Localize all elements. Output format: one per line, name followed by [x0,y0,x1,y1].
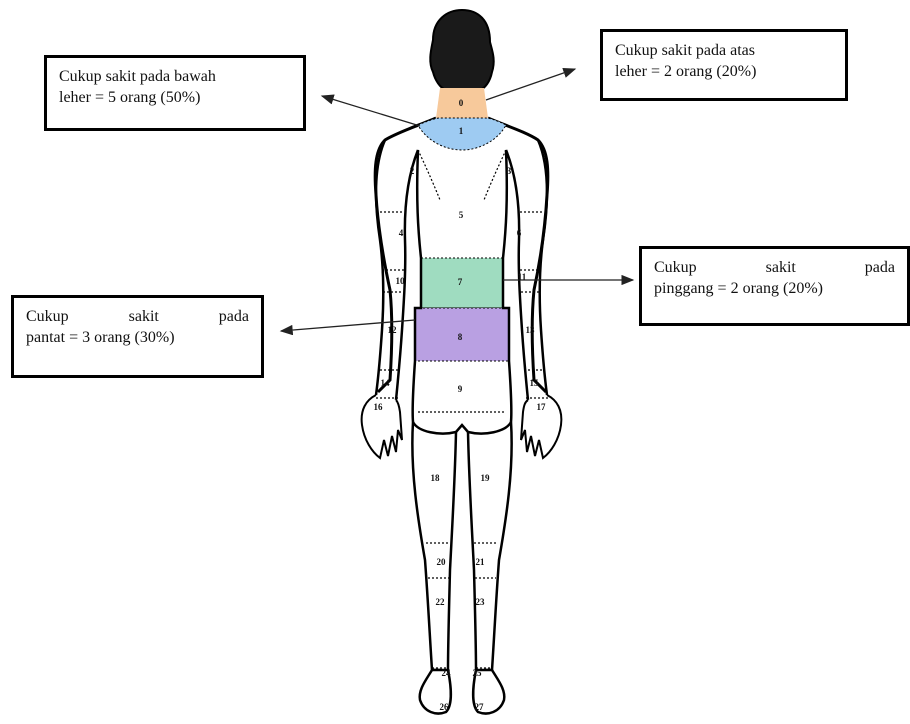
region-number-1: 1 [459,126,464,136]
region-number-7: 7 [458,277,463,287]
region-number-21: 21 [476,557,486,567]
region-number-20: 20 [437,557,447,567]
region-number-18: 18 [431,473,441,483]
head [430,10,493,90]
region-number-12: 12 [388,325,398,335]
region-number-26: 26 [440,702,450,712]
region-number-9: 9 [458,384,463,394]
region-number-17: 17 [537,402,547,412]
region-number-15: 15 [530,378,540,388]
region-number-6: 6 [517,228,522,238]
callout-pinggang-line2: pinggang = 2 orang (20%) [654,278,895,299]
callout-bawah-leher-line1: Cukup sakit pada bawah [59,66,291,87]
callout-pantat-line1: Cukup sakit pada [26,306,249,327]
region-number-16: 16 [374,402,384,412]
region-number-13: 13 [526,325,536,335]
callout-pinggang: Cukup sakit pada pinggang = 2 orang (20%… [639,246,910,326]
region-number-22: 22 [436,597,446,607]
region-number-24: 24 [442,668,452,678]
region-number-3: 3 [507,166,512,176]
region-number-2: 2 [410,166,415,176]
region-number-10: 10 [396,276,406,286]
region-number-19: 19 [481,473,491,483]
callout-pinggang-line1: Cukup sakit pada [654,257,895,278]
region-number-14: 14 [381,378,391,388]
callout-atas-leher-line2: leher = 2 orang (20%) [615,61,833,82]
region-number-25: 25 [473,668,483,678]
region-number-0: 0 [459,98,464,108]
callout-atas-leher: Cukup sakit pada atas leher = 2 orang (2… [600,29,848,101]
lower-back-bottom [413,422,511,434]
callout-pantat: Cukup sakit pada pantat = 3 orang (30%) [11,295,264,378]
region-number-23: 23 [476,597,486,607]
right-leg [468,422,512,670]
region-number-27: 27 [475,702,485,712]
arrow-atas-leher [486,69,575,100]
callout-atas-leher-line1: Cukup sakit pada atas [615,40,833,61]
left-leg [412,422,456,670]
region-number-5: 5 [459,210,464,220]
callout-pantat-line2: pantat = 3 orang (30%) [26,327,249,348]
region-number-8: 8 [458,332,463,342]
arrow-bawah-leher [322,96,420,126]
region-number-11: 11 [518,272,527,282]
callout-bawah-leher-line2: leher = 5 orang (50%) [59,87,291,108]
region-number-4: 4 [399,228,404,238]
callout-bawah-leher: Cukup sakit pada bawah leher = 5 orang (… [44,55,306,131]
